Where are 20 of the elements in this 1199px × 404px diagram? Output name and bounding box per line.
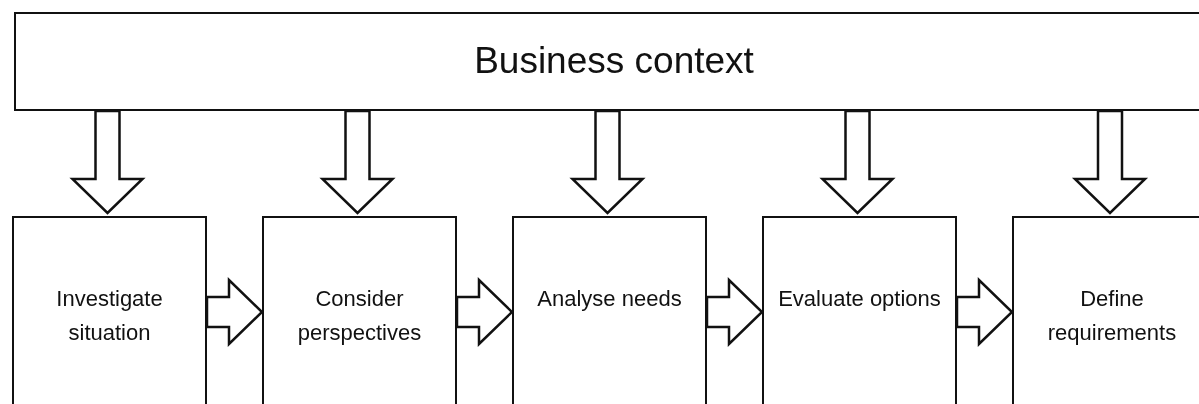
block-arrow bbox=[819, 109, 896, 215]
block-arrow bbox=[705, 277, 764, 347]
step-label: Consider perspectives bbox=[296, 285, 423, 348]
step-label: Investigate situation bbox=[55, 285, 164, 348]
context-bar bbox=[14, 12, 1199, 111]
step-label: Define requirements bbox=[1046, 285, 1178, 348]
block-arrow bbox=[569, 109, 646, 215]
step-label: Analyse needs bbox=[536, 285, 683, 313]
process-box bbox=[262, 216, 457, 404]
process-box bbox=[12, 216, 207, 404]
process-box bbox=[512, 216, 707, 404]
heading-text: Business context bbox=[474, 39, 754, 84]
block-arrow bbox=[955, 277, 1014, 347]
block-arrow bbox=[455, 277, 514, 347]
block-arrow bbox=[319, 109, 396, 215]
block-arrow bbox=[69, 109, 146, 215]
block-arrow bbox=[1071, 109, 1149, 215]
process-box bbox=[762, 216, 957, 404]
step-label: Evaluate options bbox=[777, 285, 942, 313]
block-arrow bbox=[205, 277, 264, 347]
